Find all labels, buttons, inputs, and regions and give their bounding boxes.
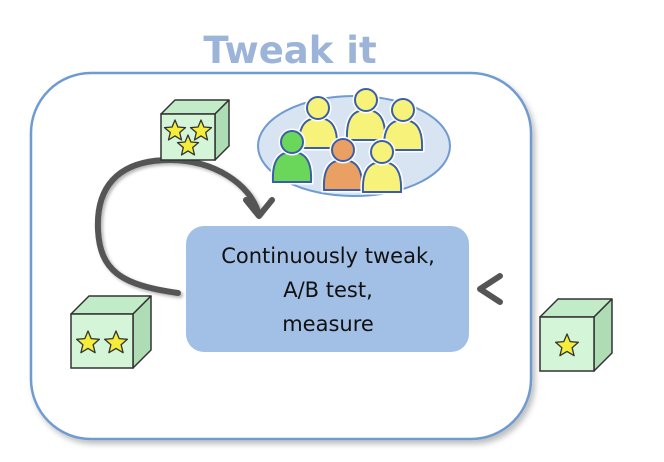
person-icon xyxy=(296,94,340,151)
person-body xyxy=(361,160,403,193)
audience-group xyxy=(257,86,451,197)
star-icon xyxy=(189,119,213,141)
feedback-loop-arrow xyxy=(94,156,261,296)
person-body xyxy=(271,150,313,183)
process-line-1: Continuously tweak, xyxy=(221,244,435,268)
star-icon xyxy=(163,119,187,141)
person-icon xyxy=(321,136,365,193)
person-head xyxy=(391,98,415,122)
product-box-one-star xyxy=(539,298,613,372)
person-head xyxy=(331,138,355,162)
process-line-2: A/B test, xyxy=(283,278,373,302)
process-box: Continuously tweak, A/B test, measure xyxy=(186,226,469,352)
person-icon xyxy=(344,86,388,143)
star-icon xyxy=(176,134,200,156)
person-body xyxy=(345,108,387,141)
person-body xyxy=(322,158,364,191)
person-head xyxy=(370,140,394,164)
person-head xyxy=(280,130,304,154)
product-box-two-stars xyxy=(70,295,152,369)
product-box-three-stars xyxy=(160,99,230,161)
person-icon xyxy=(381,96,425,153)
process-line-3: measure xyxy=(282,312,374,336)
person-head xyxy=(306,96,330,120)
star-icon xyxy=(103,330,129,354)
diagram-title: Tweak it xyxy=(203,29,376,72)
star-icon xyxy=(554,333,580,357)
star-icon xyxy=(75,330,101,354)
person-icon xyxy=(270,128,314,185)
person-icon xyxy=(360,138,404,195)
person-head xyxy=(354,88,378,112)
process-box-bg xyxy=(186,226,469,352)
input-arrowhead xyxy=(477,273,503,305)
feedback-loop-arrowhead xyxy=(243,197,275,219)
